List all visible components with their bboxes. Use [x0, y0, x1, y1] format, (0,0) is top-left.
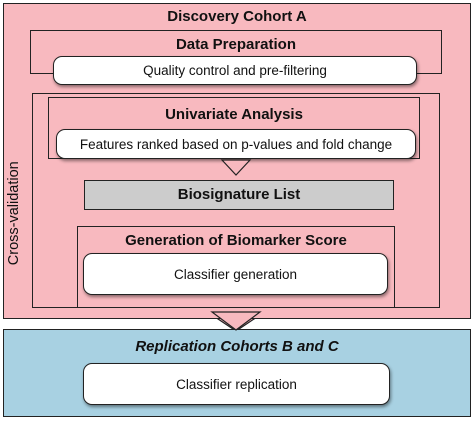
features-ranked-text: Features ranked based on p-values and fo…	[79, 137, 393, 152]
classifier-generation-text: Classifier generation	[173, 267, 298, 282]
biosignature-list-title: Biosignature List	[177, 186, 301, 203]
features-ranked-box	[56, 129, 416, 159]
biosignature-list-box	[84, 180, 394, 210]
quality-control-text: Quality control and pre-filtering	[143, 63, 327, 78]
classifier-replication-box	[83, 363, 390, 405]
replication-cohorts-title: Replication Cohorts B and C	[135, 338, 339, 355]
classifier-replication-text: Classifier replication	[176, 377, 297, 392]
univariate-analysis-title: Univariate Analysis	[165, 106, 303, 123]
data-preparation-title: Data Preparation	[175, 36, 297, 53]
cross-validation-label: Cross-validation	[5, 161, 22, 266]
biomarker-score-title: Generation of Biomarker Score	[125, 232, 347, 249]
quality-control-box	[53, 56, 417, 85]
discovery-cohort-title: Discovery Cohort A	[167, 8, 307, 25]
classifier-generation-box	[83, 253, 388, 295]
